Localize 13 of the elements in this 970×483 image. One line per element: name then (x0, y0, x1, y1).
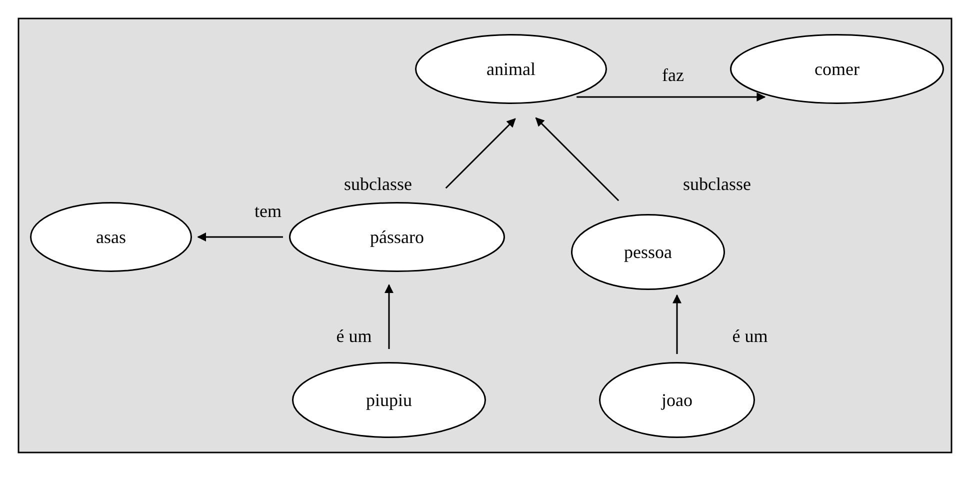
arrow (445, 118, 516, 189)
node-label: joao (662, 390, 692, 410)
arrow (535, 117, 620, 202)
node-label: pessoa (624, 242, 672, 262)
node-label: comer (814, 58, 860, 80)
node-label: asas (96, 226, 126, 248)
node-label: piupiu (366, 390, 412, 410)
arrow (384, 284, 394, 349)
node-label: animal (486, 58, 536, 80)
arrow (197, 232, 283, 242)
node-label: pássaro (370, 226, 424, 248)
arrow (576, 92, 766, 102)
arrow (672, 294, 682, 354)
